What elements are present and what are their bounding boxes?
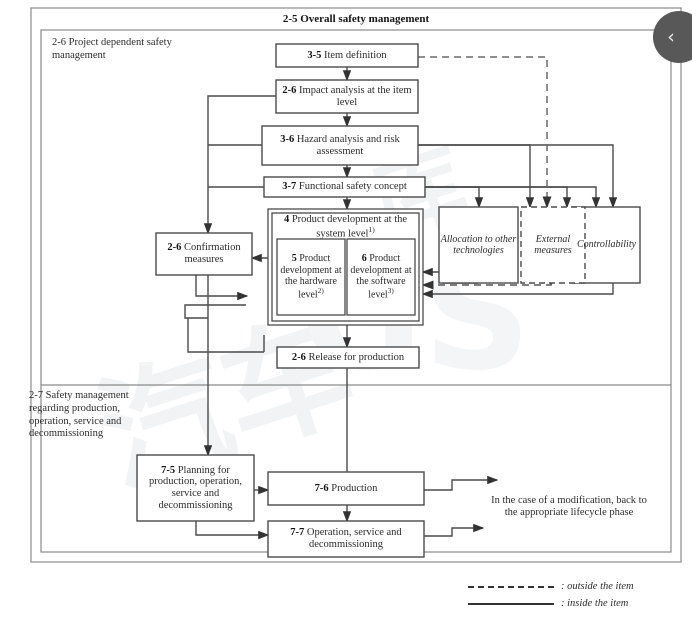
box-product-dev-hardware [276, 238, 346, 316]
legend-label-outside: : outside the item [561, 581, 634, 592]
node-functional-safety[interactable]: 3-7 Functional safety concept [282, 181, 407, 193]
line-wrap-bottom [187, 318, 264, 353]
arrow-confirm-to-hardware [195, 275, 249, 301]
annotation-modification-note: In the case of a modification, back to t… [491, 495, 647, 518]
legend-dashed-line-icon [468, 585, 554, 588]
line-fsc-to-external2 [425, 186, 572, 209]
arrow-production-modification [424, 475, 499, 491]
outer-frame-2-5 [30, 7, 682, 563]
line-fsc-to-allocation [425, 186, 484, 209]
box-product-dev-software [346, 238, 416, 316]
arrow-planning-to-operation [195, 521, 270, 540]
box-item-definition [275, 43, 419, 68]
section-label-project-dependent: 2-6 Project dependent safety management [52, 37, 172, 61]
box-impact-analysis [275, 79, 419, 114]
box-external-measures [520, 206, 586, 284]
legend-item-inside: : inside the item [468, 595, 634, 612]
node-product-dev-software[interactable]: 6 Product development at the software le… [350, 253, 412, 301]
node-product-dev-system[interactable]: 4 Product development at the system leve… [283, 214, 408, 240]
node-confirmation-measures[interactable]: 2-6 Confirmation measures [167, 242, 241, 265]
node-product-dev-hardware[interactable]: 5 Product development at the hardware le… [280, 253, 342, 301]
node-release-production[interactable]: 2-6 Release for production [291, 351, 405, 363]
arrow-operation-modification [424, 523, 485, 537]
box-production [267, 471, 425, 506]
box-confirmation-measures [155, 232, 253, 276]
dashed-itemdef-to-external [418, 56, 552, 209]
node-allocation-other-technologies[interactable]: Allocation to other technologies [440, 233, 517, 256]
node-operation-service[interactable]: 7-7 Operation, service and decommissioni… [290, 527, 402, 550]
legend-label-inside: : inside the item [561, 598, 629, 609]
box-functional-safety [263, 176, 426, 198]
node-controllability[interactable]: Controllability [576, 239, 637, 251]
node-impact-analysis[interactable]: 2-6 Impact analysis at the item level [282, 84, 412, 108]
line-hazard-to-external [418, 144, 535, 209]
line-fsc-to-controllability2 [425, 186, 601, 209]
node-hazard-analysis[interactable]: 3-6 Hazard analysis and risk assessment [280, 133, 400, 157]
box-hazard-analysis [261, 125, 419, 166]
collapse-panel-button[interactable]: ‹ [653, 11, 692, 63]
box-operation-service [267, 520, 425, 558]
arrow-controllability-to-productdev [421, 283, 614, 299]
node-planning-production[interactable]: 7-5 Planning for production, operation, … [148, 464, 243, 511]
node-item-definition[interactable]: 3-5 Item definition [307, 49, 387, 61]
box-allocation [438, 206, 519, 284]
legend: : outside the item : inside the item [468, 578, 634, 612]
box-product-dev-system-inner [271, 212, 420, 322]
node-production[interactable]: 7-6 Production [314, 482, 378, 494]
line-hazard-to-controllability [418, 144, 618, 209]
legend-solid-line-icon [468, 602, 554, 605]
chevron-left-icon: ‹ [667, 25, 675, 48]
box-planning-production [136, 454, 255, 522]
legend-item-outside: : outside the item [468, 578, 634, 595]
page-title: 2-5 Overall safety management [282, 13, 430, 26]
node-external-measures[interactable]: External measures [534, 233, 572, 256]
line-confirm-loop-a [184, 304, 246, 319]
box-release-production [276, 346, 420, 369]
section-label-safety-management-production: 2-7 Safety management regarding producti… [29, 390, 129, 440]
